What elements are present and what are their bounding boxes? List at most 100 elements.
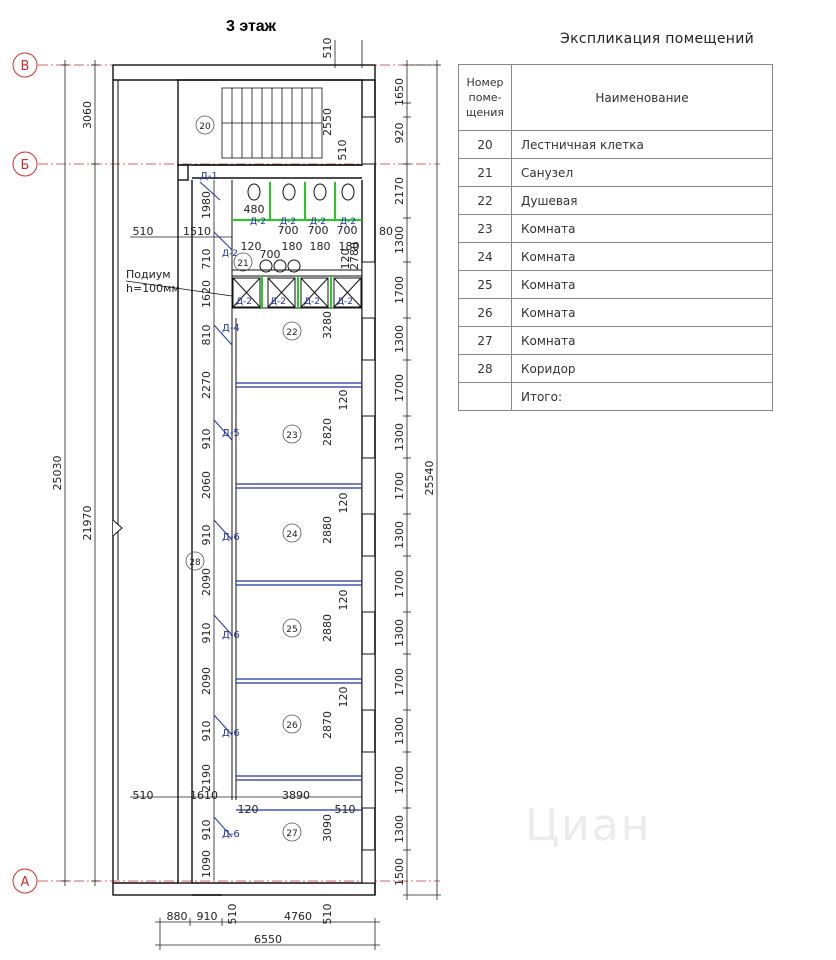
axis-lines bbox=[38, 64, 440, 882]
dimension-lines bbox=[61, 40, 441, 950]
dim-text: 480 bbox=[244, 203, 265, 216]
dim-text: 1300 bbox=[393, 325, 406, 353]
room-num-cell: 25 bbox=[458, 270, 512, 299]
col-number-line: щения bbox=[465, 106, 505, 119]
dim-text: 180 bbox=[282, 240, 303, 253]
dim-text: 700 bbox=[308, 224, 329, 237]
dim-text: 700 bbox=[278, 224, 299, 237]
dim-text: 920 bbox=[393, 123, 406, 144]
axis-marker-a: А bbox=[12, 868, 38, 894]
dim-text: 2190 bbox=[200, 764, 213, 792]
dim-text: 700 bbox=[337, 224, 358, 237]
room-name-cell: Итого: bbox=[511, 382, 773, 411]
room-num-cell: 26 bbox=[458, 298, 512, 327]
dim-text: 1300 bbox=[393, 815, 406, 843]
room-num-cell: 28 bbox=[458, 354, 512, 383]
room-number: 26 bbox=[286, 721, 298, 731]
dim-text: 1300 bbox=[393, 521, 406, 549]
dim-text: 2820 bbox=[321, 418, 334, 446]
dim-text: 80 bbox=[379, 225, 393, 238]
dim-text: 910 bbox=[200, 721, 213, 742]
dim-text: 1700 bbox=[393, 766, 406, 794]
axis-label-a: А bbox=[21, 875, 30, 890]
dim-text: 2170 bbox=[393, 177, 406, 205]
dim-text: 120 bbox=[337, 390, 350, 411]
dim-text: 180 bbox=[339, 240, 360, 253]
dim-text: 1300 bbox=[393, 619, 406, 647]
dim-text: 21970 bbox=[81, 506, 94, 541]
watermark: Циан bbox=[525, 800, 652, 851]
room-num-cell: 22 bbox=[458, 186, 512, 215]
room-number: 24 bbox=[286, 530, 298, 540]
axis-marker-b: Б bbox=[12, 151, 38, 177]
dim-text: 510 bbox=[336, 140, 349, 161]
room-name-cell: Санузел bbox=[511, 158, 773, 187]
door-label: Д-5 bbox=[222, 428, 240, 439]
door-label: Д-6 bbox=[222, 728, 240, 739]
dim-text: 1500 bbox=[393, 858, 406, 886]
dim-text: 1300 bbox=[393, 717, 406, 745]
col-number-header: Номер поме- щения bbox=[458, 64, 512, 131]
door-label: Д-2 bbox=[280, 217, 296, 227]
axis-label-v: В bbox=[21, 59, 30, 74]
dim-text: 2880 bbox=[321, 516, 334, 544]
podium-leader bbox=[125, 280, 233, 297]
dim-text: 510 bbox=[321, 904, 334, 925]
room-number-circles bbox=[185, 115, 302, 842]
dim-text: 2060 bbox=[200, 471, 213, 499]
door-label: Д-6 bbox=[222, 829, 240, 840]
dim-text: 2550 bbox=[321, 108, 334, 136]
room-number: 28 bbox=[189, 558, 201, 568]
podium-height: h=100мм bbox=[126, 282, 180, 295]
room-num-cell: 24 bbox=[458, 242, 512, 271]
dim-text: 1650 bbox=[393, 78, 406, 106]
dim-text: 120 bbox=[337, 687, 350, 708]
dim-text: 2870 bbox=[321, 711, 334, 739]
room-partitions bbox=[236, 382, 362, 811]
dim-text: 25540 bbox=[423, 461, 436, 496]
room-number: 21 bbox=[237, 259, 248, 269]
room-number: 22 bbox=[286, 328, 297, 338]
dim-text: 700 bbox=[260, 248, 281, 261]
floor-title: 3 этаж bbox=[225, 18, 277, 35]
door-label: Д-6 bbox=[222, 532, 240, 543]
dim-text: 2780 bbox=[348, 242, 361, 270]
room-number: 25 bbox=[286, 625, 297, 635]
dim-text: 2270 bbox=[200, 371, 213, 399]
room-name-cell: Комната bbox=[511, 214, 773, 243]
room-number: 23 bbox=[286, 431, 297, 441]
door-label: Д-2 bbox=[304, 297, 320, 307]
dimension-texts-horizontal: 510 1510 480 120 700 700 700 700 180 180… bbox=[133, 203, 394, 946]
room-name-cell: Комната bbox=[511, 270, 773, 299]
dim-text: 3280 bbox=[321, 311, 334, 339]
windows bbox=[361, 116, 376, 884]
dim-text: 1700 bbox=[393, 472, 406, 500]
room-name-cell: Лестничная клетка bbox=[511, 130, 773, 159]
room-num-cell: 23 bbox=[458, 214, 512, 243]
room-number: 20 bbox=[199, 122, 211, 132]
dim-text: 120 bbox=[238, 803, 259, 816]
dim-text: 510 bbox=[226, 904, 239, 925]
room-num-cell bbox=[458, 382, 512, 411]
room-num-cell: 20 bbox=[458, 130, 512, 159]
door-label: Д-2 bbox=[236, 297, 252, 307]
dim-text: 1090 bbox=[200, 850, 213, 878]
dim-text: 2090 bbox=[200, 667, 213, 695]
dim-text: 1700 bbox=[393, 276, 406, 304]
door-label: Д-1 bbox=[200, 171, 218, 182]
dim-text: 1700 bbox=[393, 668, 406, 696]
dim-text: 3060 bbox=[81, 101, 94, 129]
door-label: Д-2 bbox=[270, 297, 286, 307]
axis-label-b: Б bbox=[21, 158, 30, 173]
dim-text: 3090 bbox=[321, 814, 334, 842]
dim-text: 2090 bbox=[200, 568, 213, 596]
dim-text: 1510 bbox=[183, 225, 211, 238]
axis-marker-v: В bbox=[12, 52, 38, 78]
door-swings bbox=[199, 181, 233, 838]
